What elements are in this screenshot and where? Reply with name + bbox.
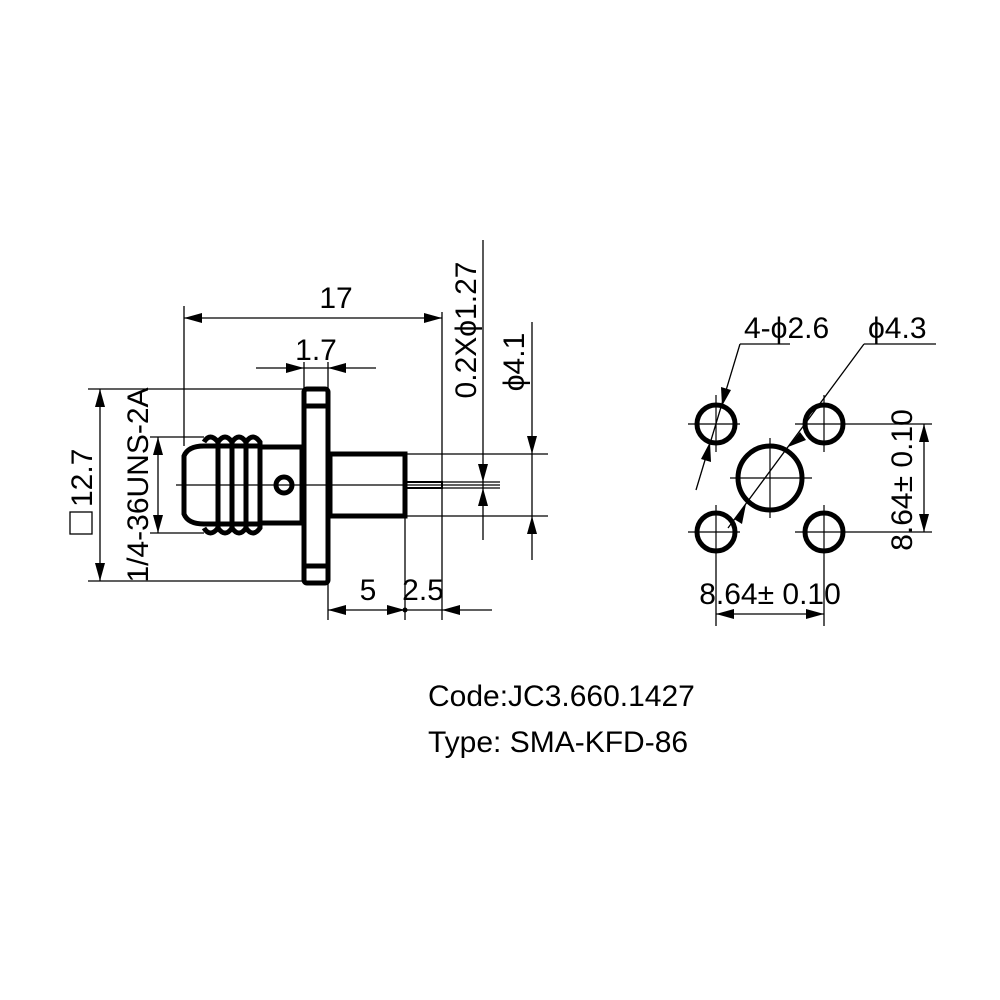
dim-center-hole: ϕ4.3	[868, 312, 927, 345]
side-view: 17 1.7 12.7 1/4-36UNS-2A 0.2Xϕ1.27 ϕ4.1	[66, 240, 548, 620]
info-block: Code:JC3.660.1427 Type: SMA-KFD-86	[428, 680, 695, 759]
dim-hole-spec: 4-ϕ2.6	[744, 312, 829, 345]
square-symbol	[69, 511, 93, 535]
dim-horizontal-spacing: 8.64± 0.10	[699, 578, 841, 611]
dim-pin-diameter: 0.2Xϕ1.27	[450, 262, 483, 399]
dim-flange-thickness: 1.7	[295, 334, 337, 367]
mount-hole-bottom-left	[694, 510, 738, 554]
center-hole	[735, 443, 805, 513]
dim-body-diameter: ϕ4.1	[498, 333, 531, 392]
dim-thread: 1/4-36UNS-2A	[122, 387, 155, 582]
dim-vertical-spacing: 8.64± 0.10	[886, 409, 919, 551]
dim-flange-square: 12.7	[66, 449, 99, 507]
mount-hole-top-left	[694, 402, 738, 446]
info-code: Code:JC3.660.1427	[428, 680, 695, 713]
dim-overall-length: 17	[319, 282, 352, 315]
flange	[301, 386, 331, 586]
dim-pin-length: 2.5	[402, 574, 444, 607]
info-type: Type: SMA-KFD-86	[428, 726, 688, 759]
dim-body-length: 5	[360, 574, 377, 607]
mount-hole-bottom-right	[802, 510, 846, 554]
thread-body-outline	[181, 443, 263, 527]
front-view: 4-ϕ2.6 ϕ4.3 8.64± 0.10 8.64± 0.10	[688, 312, 936, 626]
